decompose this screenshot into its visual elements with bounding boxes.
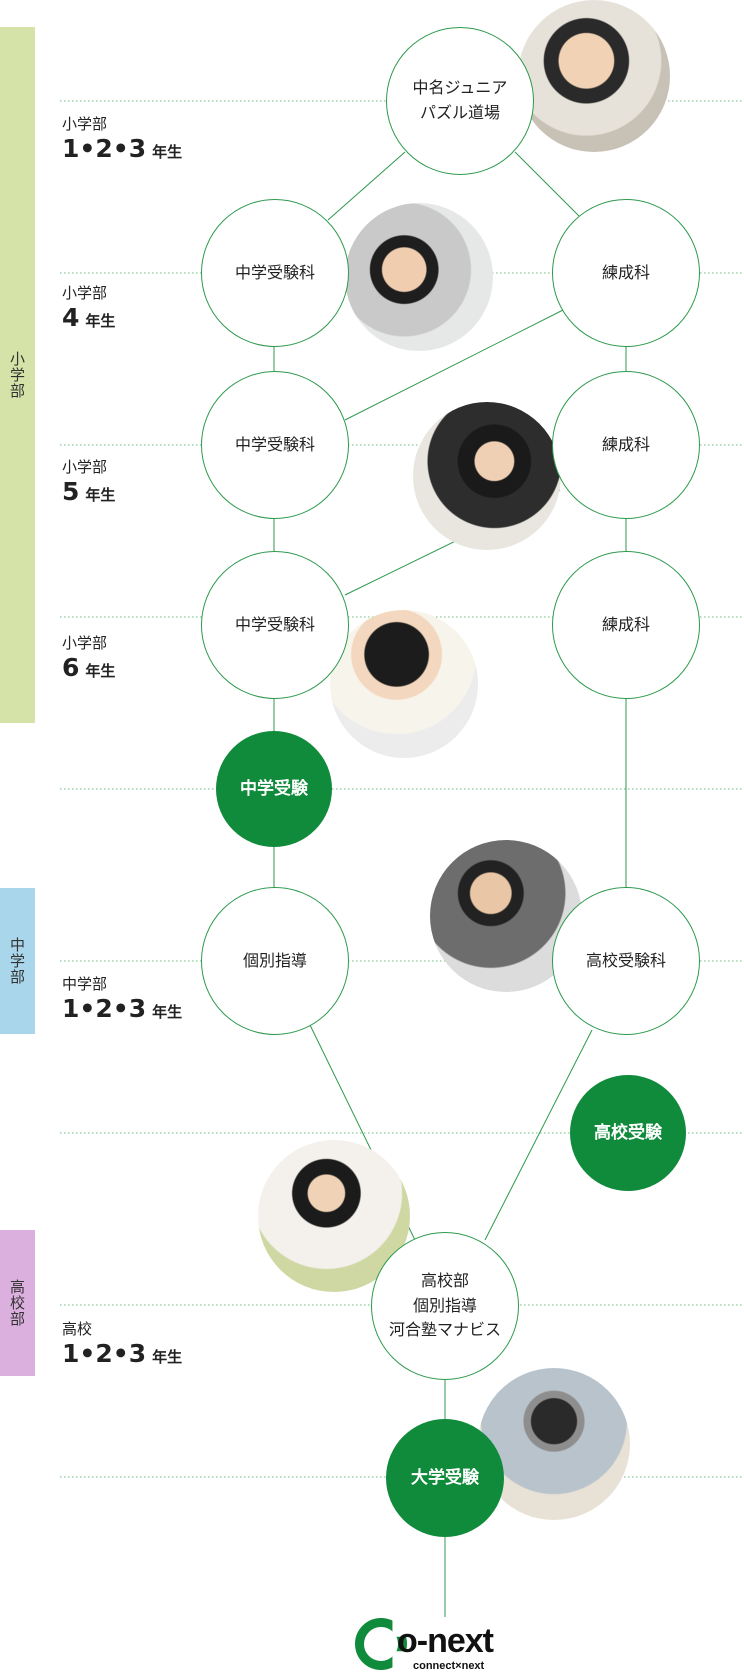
node-puzzle-dojo[interactable]: 中名ジュニア パズル道場 — [386, 27, 534, 175]
grade-number: 6 — [62, 653, 80, 682]
grade-label-elementary-6: 小学部 6 年生 — [62, 634, 116, 682]
grade-dept: 小学部 — [62, 284, 108, 302]
node-label: 高校部 個別指導 河合塾マナビス — [388, 1270, 501, 1340]
grade-suffix: 年生 — [152, 143, 183, 161]
node-kokobu[interactable]: 高校部 個別指導 河合塾マナビス — [371, 1232, 519, 1380]
logo-tagline: connect×next — [413, 1660, 485, 1672]
node-label: 中学受験科 — [234, 614, 315, 634]
grade-dept: 小学部 — [62, 458, 108, 476]
co-next-logo: o-next connect×next — [355, 1618, 525, 1676]
grade-dept: 中学部 — [62, 975, 108, 993]
connector-rensei-4-to-chugaku-5 — [344, 309, 564, 421]
node-kobetsu-shido[interactable]: 個別指導 — [201, 887, 349, 1035]
node-koko-juken-ka[interactable]: 高校受験科 — [552, 887, 700, 1035]
grade-suffix: 年生 — [152, 1003, 183, 1021]
grade-label-junior-1-3: 中学部 1•2•3 年生 — [62, 975, 183, 1023]
node-rensei-ka-grade-5[interactable]: 練成科 — [552, 371, 700, 519]
grade-number: 1•2•3 — [62, 1339, 147, 1368]
dept-band-label: 小学部 — [8, 351, 26, 399]
node-rensei-ka-grade-6[interactable]: 練成科 — [552, 551, 700, 699]
grade-number: 5 — [62, 477, 80, 506]
dept-band-junior: 中学部 — [0, 888, 35, 1034]
node-label: 中学受験科 — [234, 434, 315, 454]
grade-label-elementary-5: 小学部 5 年生 — [62, 458, 116, 506]
node-label: 高校受験 — [594, 1122, 662, 1143]
dept-band-senior: 高校部 — [0, 1230, 35, 1376]
dept-band-label: 高校部 — [8, 1279, 26, 1327]
connector-puzzle-to-rensei-4 — [514, 151, 584, 221]
grade-label-senior-1-3: 高校 1•2•3 年生 — [62, 1320, 183, 1368]
node-koko-juken[interactable]: 高校受験 — [570, 1075, 686, 1191]
node-label: 個別指導 — [242, 950, 307, 970]
node-label: 大学受験 — [411, 1467, 479, 1488]
logo-wordmark: o-next — [397, 1622, 494, 1660]
photo-girl-headphones — [478, 1368, 630, 1520]
node-label: 中名ジュニア パズル道場 — [412, 78, 508, 122]
photo-girl-looking-up — [413, 402, 561, 550]
node-label: 練成科 — [601, 262, 650, 282]
grade-dept: 小学部 — [62, 115, 108, 133]
connector-koko-juken-ka-to-kokobu — [484, 1029, 593, 1241]
dept-band-elementary: 小学部 — [0, 27, 35, 723]
grade-number: 4 — [62, 303, 80, 332]
node-label: 中学受験科 — [234, 262, 315, 282]
grade-suffix: 年生 — [85, 486, 116, 504]
grade-suffix: 年生 — [152, 1348, 183, 1366]
node-label: 練成科 — [601, 434, 650, 454]
dept-band-label: 中学部 — [8, 937, 26, 985]
node-daigaku-juken[interactable]: 大学受験 — [386, 1419, 504, 1537]
grade-dept: 小学部 — [62, 634, 108, 652]
node-rensei-ka-grade-4[interactable]: 練成科 — [552, 199, 700, 347]
node-chugaku-juken[interactable]: 中学受験 — [216, 731, 332, 847]
photo-boy-studying — [518, 0, 670, 152]
grade-dept: 高校 — [62, 1320, 93, 1338]
grade-suffix: 年生 — [85, 662, 116, 680]
node-label: 高校受験科 — [585, 950, 666, 970]
grade-label-elementary-1-3: 小学部 1•2•3 年生 — [62, 115, 183, 163]
node-chugaku-juken-ka-grade-4[interactable]: 中学受験科 — [201, 199, 349, 347]
node-chugaku-juken-ka-grade-6[interactable]: 中学受験科 — [201, 551, 349, 699]
grade-label-elementary-4: 小学部 4 年生 — [62, 284, 116, 332]
node-label: 練成科 — [601, 614, 650, 634]
grade-number: 1•2•3 — [62, 134, 147, 163]
logo-c-mark — [355, 1618, 407, 1670]
flow-connectors — [273, 151, 627, 1617]
node-chugaku-juken-ka-grade-5[interactable]: 中学受験科 — [201, 371, 349, 519]
grade-number: 1•2•3 — [62, 994, 147, 1023]
photo-girl-writing — [330, 610, 478, 758]
grade-suffix: 年生 — [85, 312, 116, 330]
photo-elementary-students — [345, 203, 493, 351]
node-label: 中学受験 — [240, 778, 308, 799]
connector-puzzle-to-chugaku-4 — [327, 151, 406, 221]
